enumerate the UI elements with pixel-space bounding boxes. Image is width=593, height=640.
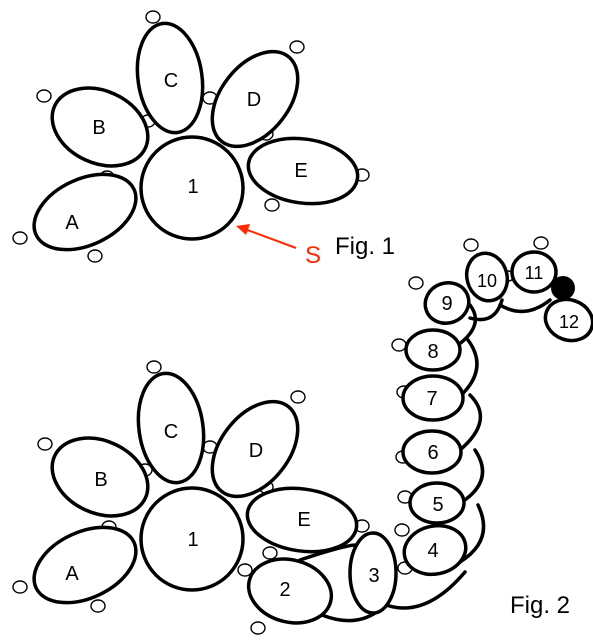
ring-8 [404, 328, 462, 372]
ring-A [32, 172, 138, 252]
ring-B [50, 86, 150, 168]
picot [262, 546, 278, 560]
figure-2-chains [298, 298, 552, 623]
picot [146, 360, 162, 374]
picot [290, 390, 306, 404]
ring-10 [464, 251, 510, 303]
ring-B [50, 436, 150, 518]
ring-D-label: D [249, 440, 263, 462]
ring-12-label: 12 [559, 312, 579, 332]
ring-2-label: 2 [279, 579, 290, 601]
ring-2 [246, 557, 334, 625]
picot [408, 276, 424, 290]
chain [458, 503, 486, 564]
chain [458, 393, 483, 452]
start-arrowhead-icon [236, 224, 250, 235]
ring-5 [408, 481, 466, 525]
ring-12 [543, 297, 593, 343]
chain [456, 303, 478, 347]
ring-8-label: 8 [427, 341, 438, 363]
ring-E-label: E [294, 160, 307, 182]
ring-D-label: D [247, 89, 261, 111]
ring-D [210, 399, 300, 499]
start-marker: S [236, 224, 321, 269]
picot [12, 231, 28, 245]
ring-A-label: A [65, 212, 79, 234]
ring-10-label: 10 [477, 271, 497, 291]
picot [37, 437, 53, 451]
picot [533, 236, 549, 250]
picot [264, 198, 280, 212]
ring-3 [348, 531, 398, 615]
figure-1: A B C D E 1 S Fig. 1 [12, 10, 395, 269]
ring-B-label: B [94, 469, 107, 491]
ring-4 [402, 523, 468, 577]
ring-C [136, 371, 206, 485]
ring-9 [423, 281, 471, 325]
picot [250, 621, 266, 635]
ring-1-label: 1 [187, 529, 198, 551]
ring-1-label: 1 [187, 176, 198, 198]
picot [145, 10, 161, 24]
ring-C-label: C [164, 70, 178, 92]
picot [237, 563, 253, 577]
ring-1 [139, 135, 245, 241]
ring-B-label: B [92, 117, 105, 139]
figure-2-caption: Fig. 2 [510, 592, 570, 619]
picot [391, 338, 407, 352]
picot [87, 249, 103, 263]
picot [463, 238, 479, 252]
ring-11-label: 11 [525, 263, 544, 283]
ring-6-label: 6 [427, 442, 438, 464]
ring-7-label: 7 [426, 388, 437, 410]
ring-9-label: 9 [441, 293, 452, 315]
ring-5-label: 5 [432, 494, 443, 516]
ring-E-label: E [297, 509, 310, 531]
ring-1 [139, 486, 245, 592]
start-label: S [305, 242, 321, 269]
chain [498, 298, 552, 314]
ring-7 [401, 374, 465, 422]
ring-6 [401, 429, 463, 475]
figure-2: A B C D E 1 2 3 4 5 6 7 8 9 10 11 12 Fig… [12, 236, 593, 635]
ring-E [245, 486, 359, 554]
ring-E [246, 136, 360, 206]
ring-3-label: 3 [368, 565, 379, 587]
picot [394, 523, 410, 537]
figure-1-caption: Fig. 1 [335, 233, 395, 260]
ring-A [32, 525, 138, 605]
ring-C-label: C [164, 421, 178, 443]
picot [289, 40, 305, 54]
ring-A-label: A [65, 563, 79, 585]
picot [36, 89, 52, 103]
chain [460, 448, 485, 504]
ring-C [135, 21, 205, 135]
ring-11 [510, 250, 558, 294]
start-arrow-icon [241, 227, 297, 249]
picot [90, 599, 106, 613]
picot [12, 580, 28, 594]
ring-D [210, 49, 300, 149]
ring-4-label: 4 [427, 540, 438, 562]
end-dot [551, 276, 575, 300]
